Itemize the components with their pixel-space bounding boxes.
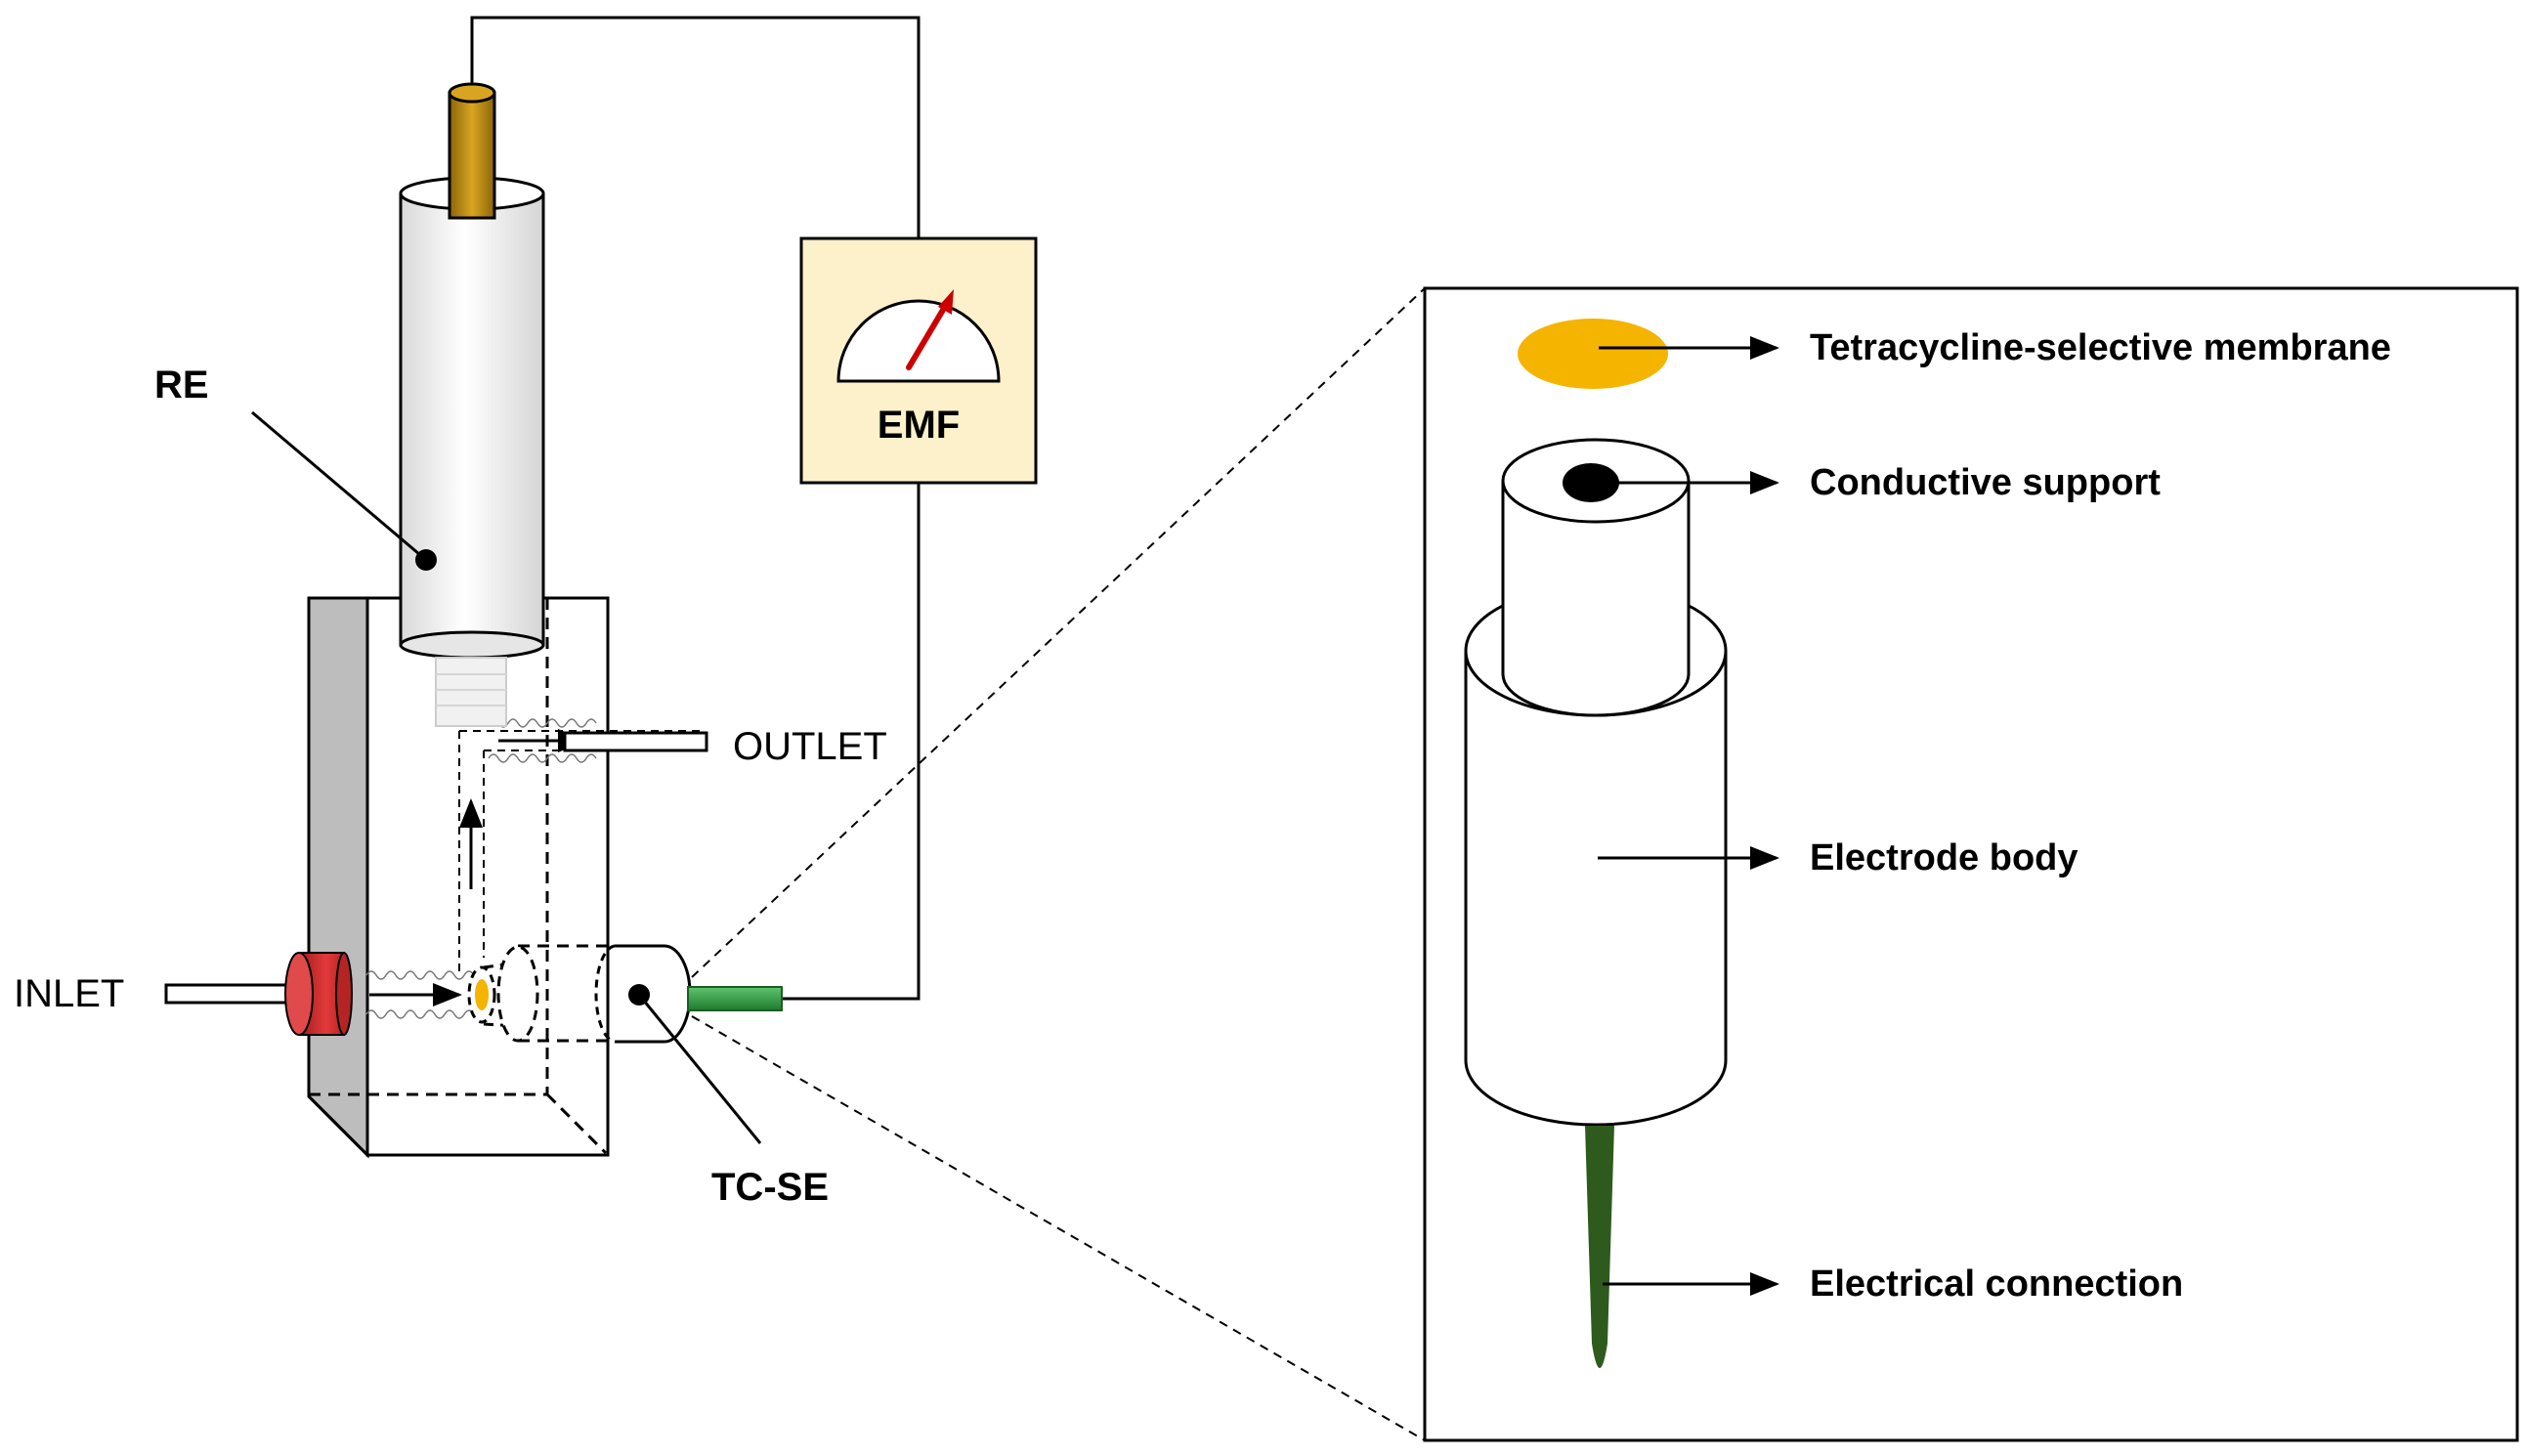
tcse-label: TC-SE <box>711 1166 829 1209</box>
emf-meter: EMF <box>799 236 1038 485</box>
wire-meter-to-tcse <box>782 484 921 1001</box>
body-label: Electrode body <box>1810 837 2078 878</box>
meter-needle <box>906 289 954 370</box>
conductive-support-dot <box>1563 463 1619 502</box>
re-pointer-line <box>251 410 427 562</box>
connection-label: Electrical connection <box>1810 1263 2183 1305</box>
tcse-electrode <box>467 944 783 1044</box>
wire-re-to-meter <box>470 16 921 238</box>
emf-label: EMF <box>878 404 960 447</box>
tcse-pointer-line <box>637 994 762 1144</box>
tcse-membrane-dot <box>475 979 489 1010</box>
outlet-tube <box>563 731 708 752</box>
support-label: Conductive support <box>1810 462 2161 503</box>
outlet-label: OUTLET <box>733 725 887 768</box>
inlet-label: INLET <box>14 972 124 1015</box>
reference-electrode <box>399 82 545 727</box>
zoom-lines <box>691 287 1426 1441</box>
re-label: RE <box>154 364 209 407</box>
electrical-connection-rod <box>1585 1126 1614 1368</box>
membrane-label: Tetracycline-selective membrane <box>1810 327 2391 368</box>
membrane-disc <box>1518 319 1668 389</box>
detail-panel: Tetracycline-selective membrane Conducti… <box>1423 286 2519 1442</box>
inlet-cap <box>284 952 353 1036</box>
conductive-support-cylinder <box>1501 438 1691 717</box>
